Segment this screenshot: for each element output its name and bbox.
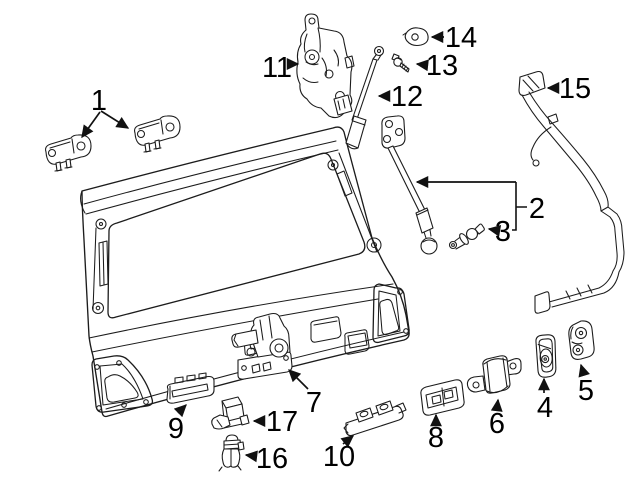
callout-8[interactable]: 8 xyxy=(428,413,444,454)
part-7-tailgate-latch[interactable] xyxy=(231,312,293,380)
callout-10-arrow xyxy=(340,435,355,448)
callout-1[interactable]: 1 xyxy=(81,85,130,139)
part-1-bracket-left[interactable] xyxy=(45,134,92,172)
callout-6-label: 6 xyxy=(489,408,505,440)
part-3-ball-stud[interactable] xyxy=(448,223,485,250)
callout-15[interactable]: 15 xyxy=(546,73,591,105)
callout-9-arrow xyxy=(173,404,187,418)
callout-13-arrow xyxy=(415,59,429,72)
callout-10-label: 10 xyxy=(323,441,355,473)
callout-7-arrow xyxy=(288,369,309,390)
part-11-lock-assembly[interactable] xyxy=(296,13,355,119)
callout-7-label: 7 xyxy=(306,387,322,419)
callout-1-arrow2 xyxy=(100,110,130,129)
callout-13-label: 13 xyxy=(426,50,458,82)
callout-2-label: 2 xyxy=(529,193,545,225)
part-13-screw[interactable] xyxy=(391,53,410,73)
callout-4[interactable]: 4 xyxy=(537,377,553,424)
window-opening xyxy=(107,152,366,319)
callout-8-label: 8 xyxy=(428,422,444,454)
callout-16-arrow xyxy=(244,450,258,463)
part-2-lift-support[interactable] xyxy=(381,115,438,255)
callout-7[interactable]: 7 xyxy=(288,369,322,419)
part-1-bracket-right[interactable] xyxy=(134,115,181,153)
callout-1-arrow xyxy=(81,111,101,139)
part-10-hinge-bracket[interactable] xyxy=(343,400,407,437)
callout-3-label: 3 xyxy=(495,216,511,248)
part-14-grommet[interactable] xyxy=(402,27,429,47)
callout-5[interactable]: 5 xyxy=(578,363,594,407)
right-pillar-detail xyxy=(327,152,382,253)
callout-3[interactable]: 3 xyxy=(487,216,511,248)
part-8-bezel[interactable] xyxy=(420,379,465,416)
callout-10[interactable]: 10 xyxy=(323,435,355,473)
part-17-sensor[interactable] xyxy=(211,396,250,430)
callout-13[interactable]: 13 xyxy=(415,50,458,82)
callout-15-label: 15 xyxy=(559,73,591,105)
callout-17-label: 17 xyxy=(266,406,298,438)
callout-2-bracket xyxy=(512,182,527,231)
part-9-bracket[interactable] xyxy=(166,372,215,404)
callout-9[interactable]: 9 xyxy=(168,404,187,445)
corner-vent-right xyxy=(372,283,410,344)
callout-9-label: 9 xyxy=(168,413,184,445)
callout-6[interactable]: 6 xyxy=(489,398,505,440)
callout-14[interactable]: 14 xyxy=(430,22,477,54)
part-5-plate[interactable] xyxy=(568,320,595,360)
callout-12[interactable]: 12 xyxy=(377,81,423,113)
callout-16[interactable]: 16 xyxy=(244,443,288,475)
callout-1-label: 1 xyxy=(91,85,107,117)
part-15-retainer-molding[interactable] xyxy=(518,70,625,314)
callout-17[interactable]: 17 xyxy=(252,406,298,438)
callout-6-arrow xyxy=(490,398,503,412)
callout-3-arrow xyxy=(487,224,502,237)
callout-4-label: 4 xyxy=(537,392,553,424)
garnish-strip-right xyxy=(344,329,370,355)
callout-11-label: 11 xyxy=(262,52,292,84)
part-4-cushion[interactable] xyxy=(535,334,558,378)
part-12-lift-support[interactable] xyxy=(345,45,385,150)
callout-16-label: 16 xyxy=(256,443,288,475)
handle-pocket xyxy=(310,316,342,343)
part-16-socket[interactable] xyxy=(218,434,245,472)
tailgate-panel xyxy=(80,126,410,418)
callout-12-label: 12 xyxy=(391,81,423,113)
callout-5-label: 5 xyxy=(578,375,594,407)
callout-14-label: 14 xyxy=(445,22,477,54)
callout-5-arrow xyxy=(578,363,590,378)
corner-vent-left xyxy=(91,355,154,413)
left-pillar-detail xyxy=(91,218,109,315)
callout-11[interactable]: 11 xyxy=(262,52,300,84)
callout-2[interactable]: 2 xyxy=(415,176,545,231)
part-6-striker[interactable] xyxy=(466,355,522,394)
